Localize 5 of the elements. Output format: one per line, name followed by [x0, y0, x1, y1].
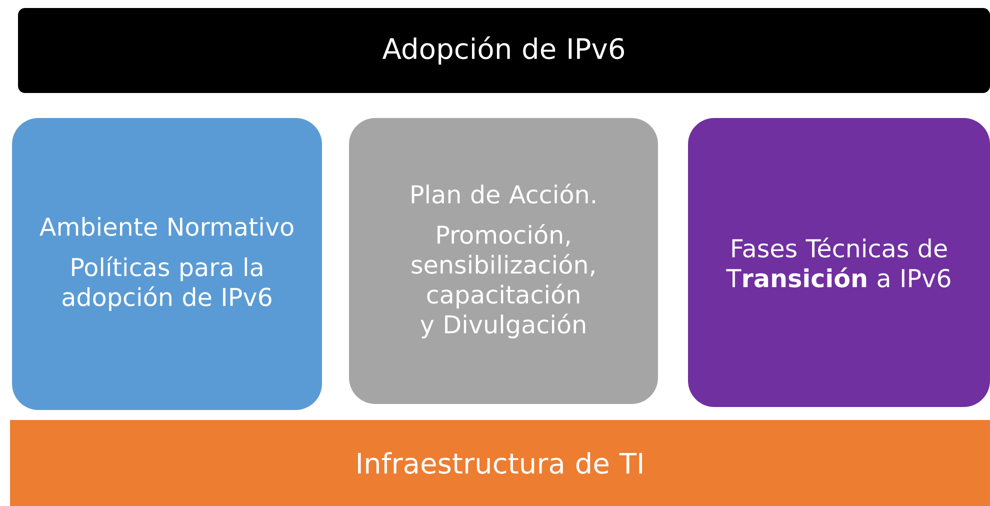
topic-box: Fases Técnicas de Transición a IPv6 — [688, 118, 990, 407]
topic-box: Ambiente Normativo Políticas para la adopción de IPv6 — [12, 118, 322, 410]
base-bar: Infraestructura de TI — [10, 420, 990, 506]
topic-box: Plan de Acción. Promoción, sensibilización, capacitación y Divulgación — [349, 118, 658, 404]
title-bar: Adopción de IPv6 — [18, 8, 990, 93]
